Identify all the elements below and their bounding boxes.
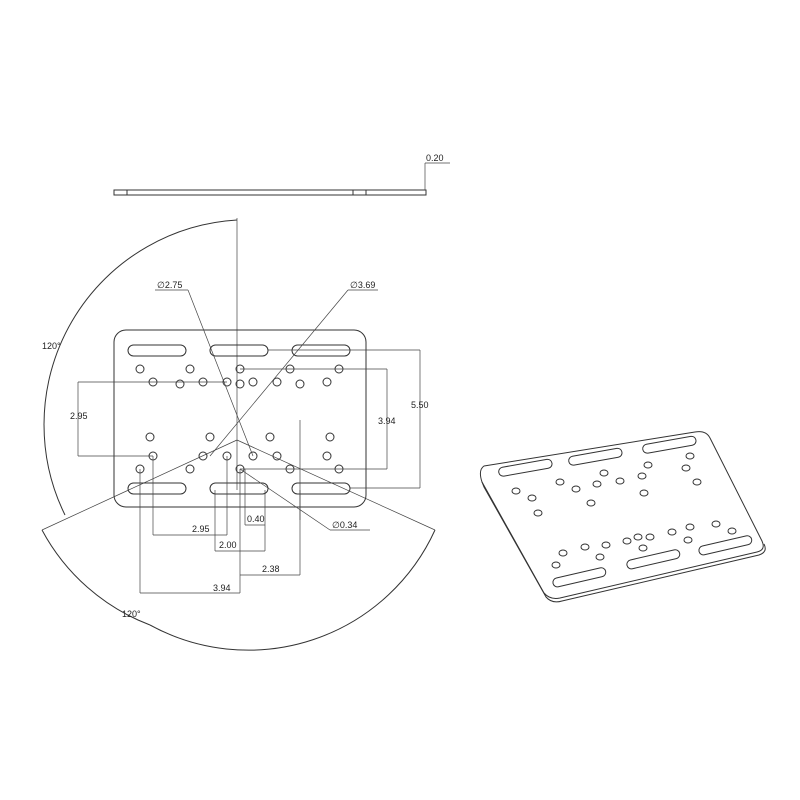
angle-upper-label: 120° [42,341,61,351]
side-view: 0.20 [113,153,450,196]
dim-right-3-94: 3.94 [378,416,396,426]
holes-lower [135,432,344,474]
angle-lower-label: 120° [122,609,141,619]
diameter-3-69-label: ∅3.69 [350,280,375,290]
diameter-2-75-label: ∅2.75 [157,280,182,290]
dim-left-2-95: 2.95 [70,411,88,421]
dim-bottom-2-95: 2.95 [192,524,210,534]
thickness-label: 0.20 [426,153,444,163]
diameter-0-34-label: ∅0.34 [332,520,357,530]
dim-bottom-2-00: 2.00 [219,540,237,550]
dim-bottom-3-94: 3.94 [213,583,231,593]
top-view-plate [113,329,367,520]
dim-bottom-2-38: 2.38 [262,564,280,574]
dim-right-5-50: 5.50 [411,400,429,410]
dim-bottom-0-40: 0.40 [247,514,265,524]
holes-upper [135,364,344,389]
dimensions: ∅2.75 ∅3.69 ∅0.34 2.95 3.94 5.50 2.95 2.… [70,280,429,594]
angle-construction: 120° 120° [41,218,436,651]
isometric-view [479,431,766,603]
